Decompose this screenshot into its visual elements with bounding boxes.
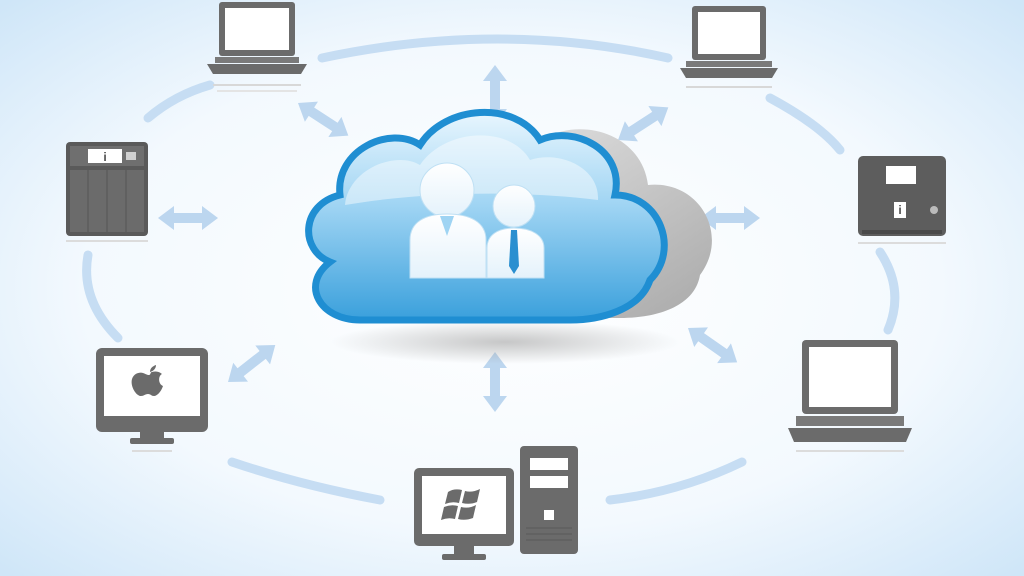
laptop-icon [207,2,307,92]
windows-desktop-icon [414,446,578,560]
nas-server-icon: i [66,142,148,242]
cloud-users-icon [305,108,712,364]
user-icon [409,162,487,279]
nas-server-icon: i [858,156,946,244]
windows-logo-icon [441,489,480,520]
svg-text:i: i [898,203,901,217]
laptop-icon [788,340,912,452]
user-icon [486,184,545,279]
laptop-icon [680,6,778,88]
connection-ring [82,34,900,505]
apple-monitor-icon [96,348,208,452]
svg-text:i: i [103,150,106,164]
